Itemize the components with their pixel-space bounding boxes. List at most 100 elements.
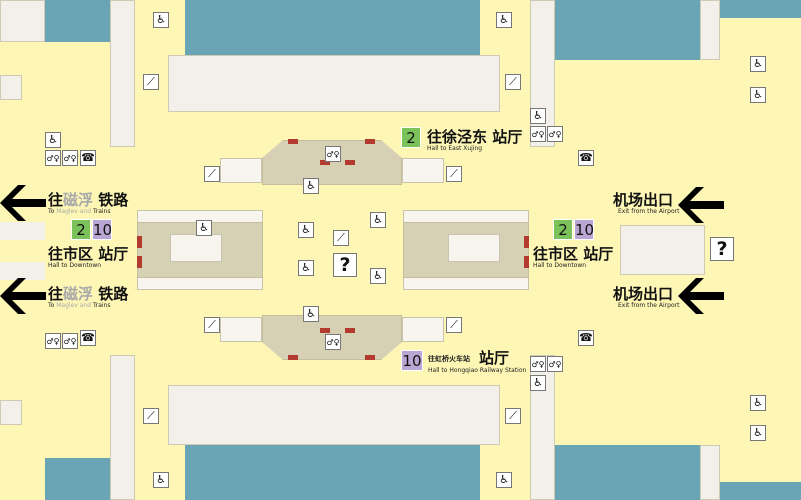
elevator-icon[interactable] <box>370 268 386 284</box>
elevator-icon[interactable] <box>298 222 314 238</box>
airport-exit-sign-top: 机场出口 <box>613 191 674 209</box>
toilet-icon <box>325 334 341 350</box>
accessible-icon <box>530 108 546 124</box>
gate-marker <box>320 328 330 333</box>
elevator-icon[interactable] <box>303 306 319 322</box>
stair <box>402 158 444 183</box>
east-xujing-sign-en: Hall to East Xujing <box>427 145 483 152</box>
toilet-icon <box>45 150 61 166</box>
arrow-left-icon <box>0 278 46 314</box>
stair <box>170 234 222 262</box>
water-right-edge-bottom <box>720 482 801 500</box>
elevator-icon[interactable] <box>153 12 169 28</box>
water-bottom-left <box>45 458 110 500</box>
stair <box>220 158 262 183</box>
stair <box>448 234 500 262</box>
escalator-icon[interactable] <box>446 166 462 182</box>
en-suffix: Trains <box>92 208 111 215</box>
line-2-badge: 2 <box>401 127 421 148</box>
elevator-icon[interactable] <box>750 87 766 103</box>
information-icon[interactable] <box>710 237 734 261</box>
elevator-icon[interactable] <box>303 178 319 194</box>
building-block <box>168 55 500 112</box>
elevator-icon[interactable] <box>496 12 512 28</box>
maglev-sign-top-en: To Maglev and Trains <box>48 208 110 215</box>
toilet-icon <box>547 356 563 372</box>
elevator-icon[interactable] <box>496 472 512 488</box>
accessible-icon <box>530 375 546 391</box>
maglev-sign-bottom: 往磁浮 铁路 <box>48 283 128 304</box>
escalator-icon[interactable] <box>505 74 521 90</box>
escalator-icon[interactable] <box>143 408 159 424</box>
telephone-icon <box>80 330 96 346</box>
maglev-sign-bottom-en: To Maglev and Trains <box>48 302 110 309</box>
hongqiao-sign: 站厅 <box>479 349 510 367</box>
gate-marker <box>288 355 298 360</box>
arrow-left-icon <box>0 185 46 221</box>
elevator-icon[interactable] <box>750 395 766 411</box>
toilet-icon <box>62 150 78 166</box>
hongqiao-sign-en: Hall to Hongqiao Railway Station <box>428 367 527 374</box>
telephone-icon <box>578 330 594 346</box>
stair <box>220 317 262 342</box>
elevator-icon[interactable] <box>153 472 169 488</box>
airport-exit-sign-bottom-en: Exit from the Airport <box>618 302 680 309</box>
escalator-icon[interactable] <box>204 166 220 182</box>
gate-marker <box>137 256 142 268</box>
east-xujing-sign: 往徐泾东 站厅 <box>427 128 523 146</box>
gate-marker <box>320 160 330 165</box>
water-bottom-center <box>185 445 480 500</box>
downtown-sign-left-en: Hall to Downtown <box>48 262 102 269</box>
hongqiao-sign-small: 往虹桥火车站 <box>428 355 470 363</box>
water-top-center <box>185 0 480 55</box>
gate-marker <box>524 256 529 268</box>
escalator-icon[interactable] <box>143 74 159 90</box>
en-highlight: Maglev and <box>56 302 92 309</box>
escalator-icon[interactable] <box>204 317 220 333</box>
toilet-icon <box>530 126 546 142</box>
downtown-sign-left: 往市区 站厅 <box>48 245 129 263</box>
line-2-badge: 2 <box>71 219 91 240</box>
water-top-right <box>555 0 700 60</box>
en-highlight: Maglev and <box>56 208 92 215</box>
airport-exit-sign-top-en: Exit from the Airport <box>618 208 680 215</box>
elevator-icon[interactable] <box>370 212 386 228</box>
gate-marker <box>345 160 355 165</box>
line-10-badge: 10 <box>401 350 423 371</box>
elevator-icon[interactable] <box>298 260 314 276</box>
telephone-icon <box>578 150 594 166</box>
elevator-icon[interactable] <box>750 425 766 441</box>
building-block <box>0 222 45 240</box>
building-block <box>700 0 720 60</box>
line-10-badge: 10 <box>574 219 595 240</box>
line-2-badge: 2 <box>553 219 573 240</box>
en-prefix: To <box>48 208 55 215</box>
water-bottom-right <box>555 445 720 500</box>
information-icon[interactable] <box>333 253 357 277</box>
en-prefix: To <box>48 302 55 309</box>
escalator-icon[interactable] <box>446 317 462 333</box>
line-10-badge: 10 <box>92 219 113 240</box>
gate-marker <box>524 236 529 248</box>
cn-highlight: 磁浮 <box>63 191 94 209</box>
escalator-icon[interactable] <box>333 230 349 246</box>
downtown-sign-right-en: Hall to Downtown <box>533 262 587 269</box>
downtown-sign-right: 往市区 站厅 <box>533 245 614 263</box>
building-block <box>0 400 22 425</box>
elevator-icon[interactable] <box>196 220 212 236</box>
arrow-left-icon <box>678 278 724 314</box>
cn-suffix: 铁路 <box>98 191 129 209</box>
toilet-icon <box>325 146 341 162</box>
toilet-icon <box>530 356 546 372</box>
water-right-edge <box>720 0 801 18</box>
building-block <box>110 0 135 147</box>
elevator-icon[interactable] <box>750 56 766 72</box>
toilet-icon <box>62 333 78 349</box>
gate-marker <box>365 355 375 360</box>
stair <box>402 317 444 342</box>
toilet-icon <box>45 333 61 349</box>
gate-marker <box>137 236 142 248</box>
escalator-icon[interactable] <box>505 408 521 424</box>
gate-marker <box>365 139 375 144</box>
water-top-left <box>45 0 110 42</box>
